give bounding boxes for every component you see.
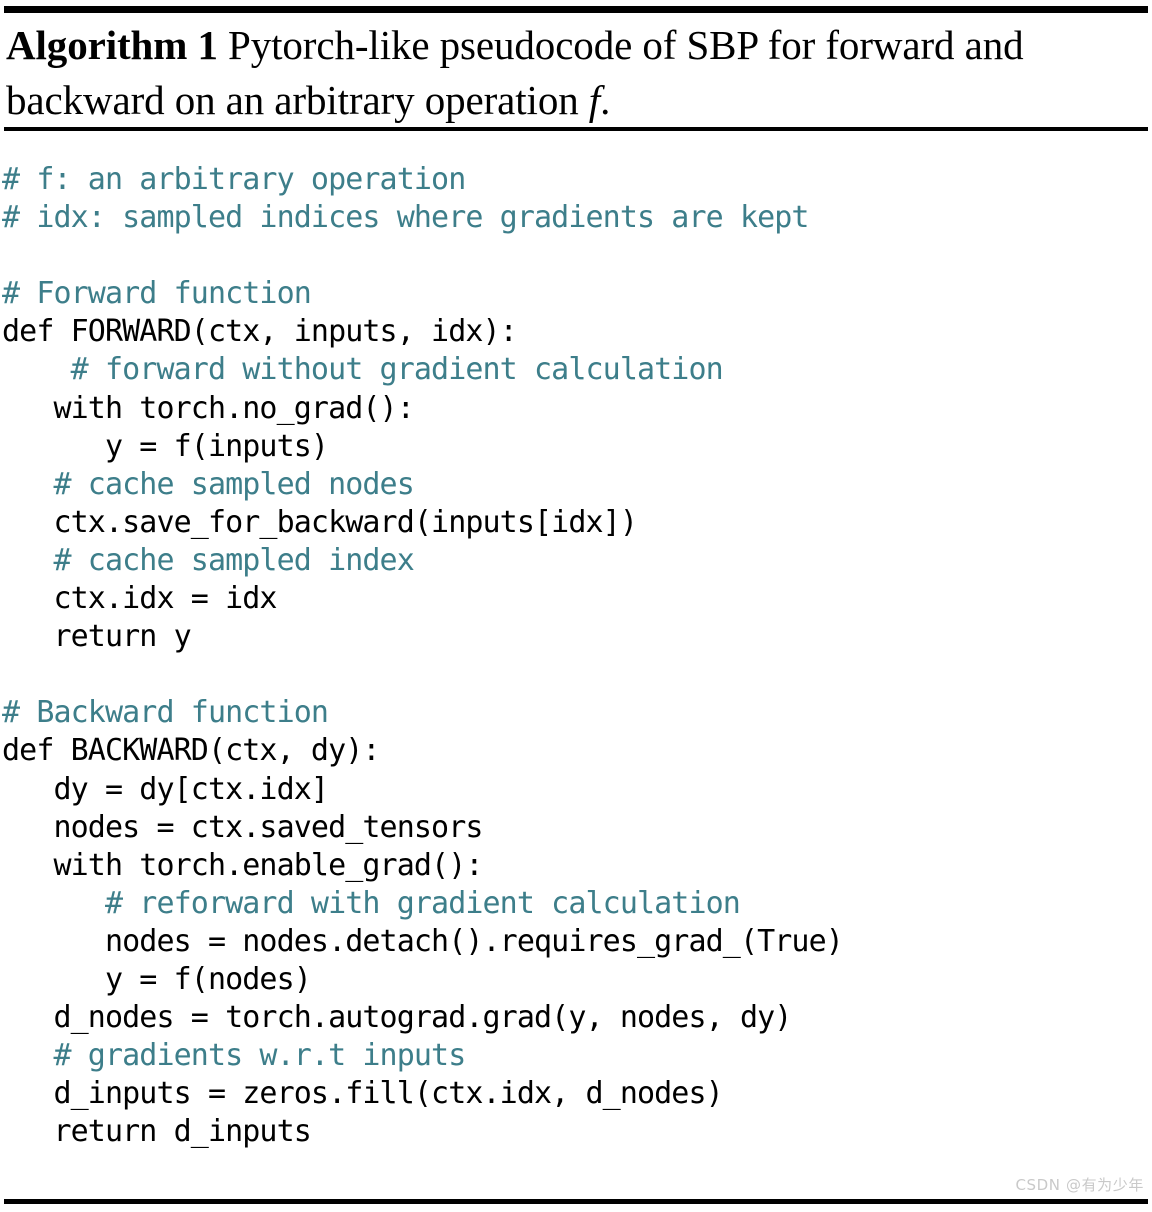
code-line-blank: [2, 237, 1152, 275]
algorithm-caption-before: Pytorch-like pseudocode of SBP for forwa…: [6, 22, 1024, 123]
code-line: # cache sampled nodes: [2, 466, 1152, 504]
code-comment: # cache sampled index: [2, 542, 414, 578]
code-statement: nodes = nodes.detach().requires_grad_(Tr…: [2, 923, 844, 959]
code-statement: return y: [2, 619, 191, 655]
code-line: d_nodes = torch.autograd.grad(y, nodes, …: [2, 999, 1152, 1037]
algorithm-number: Algorithm 1: [6, 22, 218, 68]
code-line: def FORWARD(ctx, inputs, idx):: [2, 313, 1152, 351]
code-statement: d_nodes = torch.autograd.grad(y, nodes, …: [2, 1000, 792, 1036]
code-line-blank: [2, 656, 1152, 694]
code-statement: ctx.save_for_backward(inputs[idx]): [2, 504, 637, 540]
rule-top: [4, 6, 1148, 13]
code-line: y = f(nodes): [2, 961, 1152, 999]
code-comment: # f: an arbitrary operation: [2, 162, 466, 197]
rule-title-separator: [4, 127, 1148, 131]
code-line: ctx.save_for_backward(inputs[idx]): [2, 504, 1152, 542]
code-line: # reforward with gradient calculation: [2, 885, 1152, 923]
code-comment: # forward without gradient calculation: [2, 352, 724, 388]
code-statement: with torch.no_grad():: [2, 390, 414, 426]
code-line: # idx: sampled indices where gradients a…: [2, 199, 1152, 237]
code-statement: return d_inputs: [2, 1114, 311, 1150]
code-statement: y = f(inputs): [2, 428, 329, 464]
code-statement: with torch.enable_grad():: [2, 847, 483, 883]
code-line: dy = dy[ctx.idx]: [2, 771, 1152, 809]
code-line: # Backward function: [2, 694, 1152, 732]
code-statement: ctx.idx = idx: [2, 581, 277, 617]
code-line: with torch.no_grad():: [2, 390, 1152, 428]
code-line: d_inputs = zeros.fill(ctx.idx, d_nodes): [2, 1075, 1152, 1113]
code-line: return d_inputs: [2, 1113, 1152, 1151]
code-line: # gradients w.r.t inputs: [2, 1037, 1152, 1075]
algorithm-math-symbol: f: [588, 77, 601, 123]
code-line: nodes = ctx.saved_tensors: [2, 809, 1152, 847]
code-line: # Forward function: [2, 275, 1152, 313]
code-comment: # idx: sampled indices where gradients a…: [2, 200, 809, 236]
code-comment: # gradients w.r.t inputs: [2, 1038, 466, 1074]
code-comment: # Forward function: [2, 276, 312, 312]
code-line: # f: an arbitrary operation: [2, 161, 1152, 199]
code-comment: # reforward with gradient calculation: [2, 885, 741, 921]
code-statement: dy = dy[ctx.idx]: [2, 771, 329, 807]
code-line: def BACKWARD(ctx, dy):: [2, 732, 1152, 770]
code-line: nodes = nodes.detach().requires_grad_(Tr…: [2, 923, 1152, 961]
code-line: with torch.enable_grad():: [2, 847, 1152, 885]
code-statement: y = f(nodes): [2, 961, 312, 997]
code-line: return y: [2, 618, 1152, 656]
algorithm-title: Algorithm 1 Pytorch-like pseudocode of S…: [6, 18, 1146, 128]
code-line: # cache sampled index: [2, 542, 1152, 580]
code-comment: # Backward function: [2, 695, 329, 731]
code-line: ctx.idx = idx: [2, 580, 1152, 618]
code-line: y = f(inputs): [2, 428, 1152, 466]
rule-bottom: [4, 1199, 1148, 1204]
code-statement: def BACKWARD(ctx, dy):: [2, 733, 380, 769]
code-statement: d_inputs = zeros.fill(ctx.idx, d_nodes): [2, 1076, 723, 1112]
pseudocode-listing: # f: an arbitrary operation# idx: sample…: [2, 161, 1152, 1151]
watermark-label: CSDN @有为少年: [1015, 1176, 1144, 1194]
algorithm-caption-after: .: [600, 77, 611, 123]
code-comment: # cache sampled nodes: [2, 466, 414, 502]
code-statement: def FORWARD(ctx, inputs, idx):: [2, 314, 518, 350]
code-statement: nodes = ctx.saved_tensors: [2, 809, 483, 845]
code-line: # forward without gradient calculation: [2, 351, 1152, 389]
